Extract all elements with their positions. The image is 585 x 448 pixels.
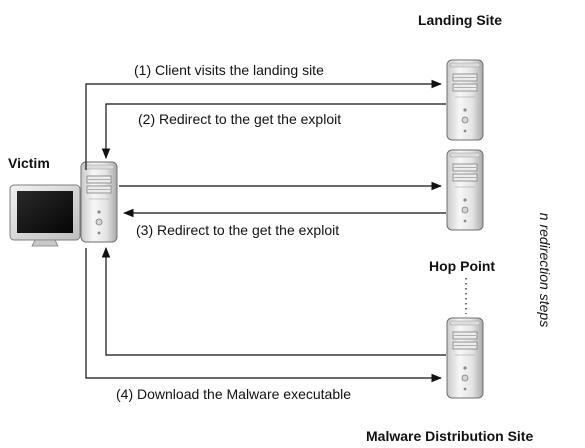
- step2-label: (2) Redirect to the get the exploit: [138, 111, 342, 127]
- victim-monitor-icon: [9, 184, 81, 247]
- step3-label: (3) Redirect to the get the exploit: [136, 222, 340, 238]
- connector-lines: [85, 79, 467, 383]
- arrow-step2: [101, 103, 446, 160]
- step1-label: (1) Client visits the landing site: [134, 62, 324, 78]
- step4-label: (4) Download the Malware executable: [116, 386, 352, 402]
- arrow-step1: [85, 79, 443, 170]
- hop-point-label: Hop Point: [429, 258, 496, 274]
- landing-site-label: Landing Site: [418, 12, 502, 28]
- landing-site-server-icon: [446, 59, 484, 141]
- arrow-malware-return: [101, 246, 446, 356]
- hop-point-server-icon: [446, 149, 484, 231]
- malware-distribution-server-icon: [446, 317, 484, 399]
- redirection-steps-note: n redirection steps: [537, 212, 553, 328]
- arrow-step4: [85, 248, 443, 383]
- victim-tower-icon: [80, 161, 118, 243]
- victim-label: Victim: [8, 155, 50, 171]
- malware-distribution-site-label: Malware Distribution Site: [366, 428, 534, 444]
